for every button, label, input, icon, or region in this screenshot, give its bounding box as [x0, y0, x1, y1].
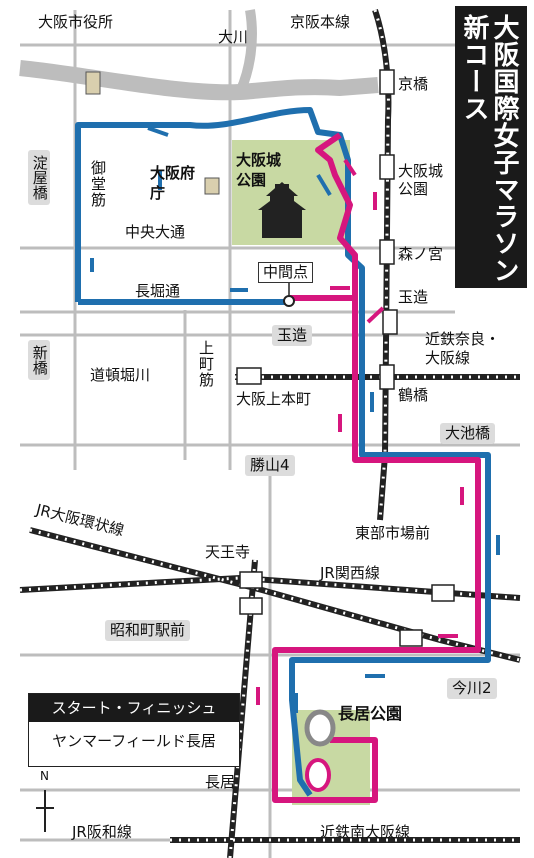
label-tsuruhashi: 鶴橋: [398, 386, 429, 404]
tag-yodoyabashi: 淀屋橋: [28, 150, 50, 205]
label-osaka-uehommachi: 大阪上本町: [236, 390, 312, 408]
label-chuo-odori: 中央大通: [125, 223, 186, 241]
label-nagai-koen: 長居公園: [338, 704, 403, 723]
fucho-icon: [204, 177, 220, 195]
start-finish-heading: スタート・フィニッシュ: [29, 694, 239, 722]
label-kintetsu-nara-line: 近鉄奈良・大阪線: [425, 330, 501, 367]
label-north: N: [40, 769, 49, 783]
label-kintetsu-minami-osaka-line: 近鉄南大阪線: [320, 823, 411, 841]
label-tamatsukuri-station: 玉造: [398, 288, 429, 306]
north-arrow: [36, 790, 54, 832]
title-box: 大阪国際女子マラソン新コース: [455, 6, 527, 288]
label-tobu-shijomae: 東部市場前: [355, 524, 431, 542]
label-osaka-fucho: 大阪府庁: [150, 164, 196, 202]
label-jr-kansai-line: JR関西線: [320, 564, 380, 582]
label-osaka-city-hall: 大阪市役所: [38, 13, 114, 31]
start-finish-box: スタート・フィニッシュ ヤンマーフィールド長居: [28, 693, 240, 767]
route-arrows: [90, 126, 500, 713]
stadium-track: [304, 709, 336, 747]
label-keihan-line: 京阪本線: [290, 13, 351, 31]
label-okawa: 大川: [218, 28, 249, 46]
tag-shinbashi: 新橋: [28, 340, 50, 380]
label-tennoji: 天王寺: [205, 543, 251, 561]
tag-imagawa2: 今川2: [447, 678, 497, 699]
label-kyobashi: 京橋: [398, 75, 429, 93]
stadium-track-2: [305, 758, 331, 792]
label-dotonborigawa: 道頓堀川: [90, 366, 151, 384]
tag-showacho-ekimae: 昭和町駅前: [105, 620, 191, 641]
tag-tamatsukuri: 玉造: [272, 325, 313, 346]
label-nagai: 長居: [205, 773, 236, 791]
magenta-route: [272, 132, 481, 803]
tag-oikebashi: 大池橋: [440, 423, 496, 444]
city-hall-icon: [85, 71, 101, 95]
start-finish-venue: ヤンマーフィールド長居: [52, 732, 216, 750]
label-osakajo-koen: 大阪城公園: [236, 151, 282, 189]
label-morinomiya: 森ノ宮: [398, 245, 444, 263]
label-osakajo-koen-station: 大阪城公園: [398, 162, 444, 198]
river-branch: [235, 9, 257, 95]
map-title: 大阪国際女子マラソン新コース: [459, 14, 519, 284]
label-midosuji: 御堂筋: [89, 160, 107, 208]
tag-katsuyama4: 勝山4: [245, 455, 295, 476]
label-midpoint: 中間点: [258, 262, 314, 283]
river: [19, 60, 379, 101]
castle-icon: [258, 182, 306, 238]
stations: [236, 69, 455, 647]
midpoint-marker: [283, 295, 295, 307]
label-jr-hanwa-line: JR阪和線: [72, 823, 132, 841]
blue-route: [75, 107, 491, 797]
label-uemachisuji: 上町筋: [197, 340, 215, 388]
label-nagahoridori: 長堀通: [135, 282, 181, 300]
